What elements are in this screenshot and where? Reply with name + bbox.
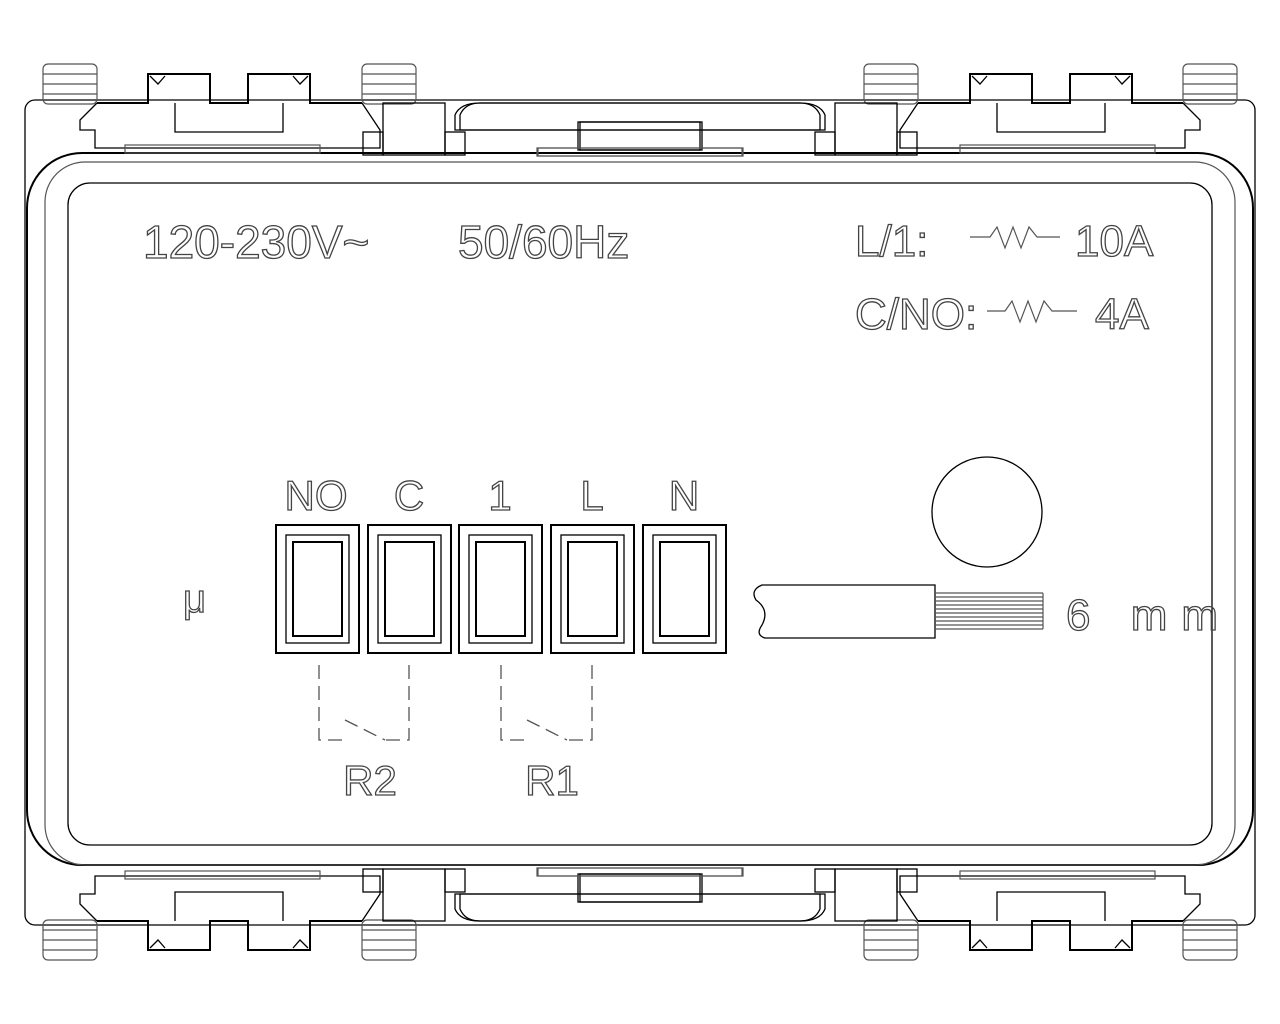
cno-load-label: C/NO: [855,290,977,339]
l1-load-value: 10A [1075,217,1154,266]
clip-bottom-left [42,867,821,961]
terminal-l[interactable] [550,524,635,654]
relay-r1-schematic: R1 [500,665,593,805]
terminal-label-l: L [580,472,603,519]
terminal-1[interactable] [458,524,543,654]
terminal-n[interactable] [642,524,727,654]
clip-bottom-right [459,867,1238,961]
plate-bevel [44,161,1236,866]
micro-gap-symbol: μ [183,577,206,621]
l1-load-label: L/1: [855,217,928,266]
indicator-circle [931,456,1043,568]
terminal-block: NO C 1 L N [275,471,727,654]
voltage-rating: 120-230V~ [143,216,369,268]
relay-label-r1: R1 [525,757,579,804]
resistive-load-icon [970,225,1060,250]
frequency-rating: 50/60Hz [458,216,629,268]
terminal-label-n: N [669,472,699,519]
terminal-label-no: NO [285,472,348,519]
cno-load-value: 4A [1095,290,1149,339]
terminal-c[interactable] [367,524,452,654]
outer-frame [24,99,1256,926]
strip-length-label: 6 mm [1066,591,1232,640]
relay-label-r2: R2 [343,757,397,804]
clip-top-right [459,63,1238,157]
resistive-load-icon [987,299,1077,324]
clip-top-left [42,63,821,157]
wire-strip-icon [753,584,1044,639]
relay-r2-schematic: R2 [318,665,410,805]
label-area [67,182,1213,846]
terminal-no[interactable] [275,524,360,654]
terminal-label-1: 1 [488,472,511,519]
terminal-label-c: C [394,472,424,519]
